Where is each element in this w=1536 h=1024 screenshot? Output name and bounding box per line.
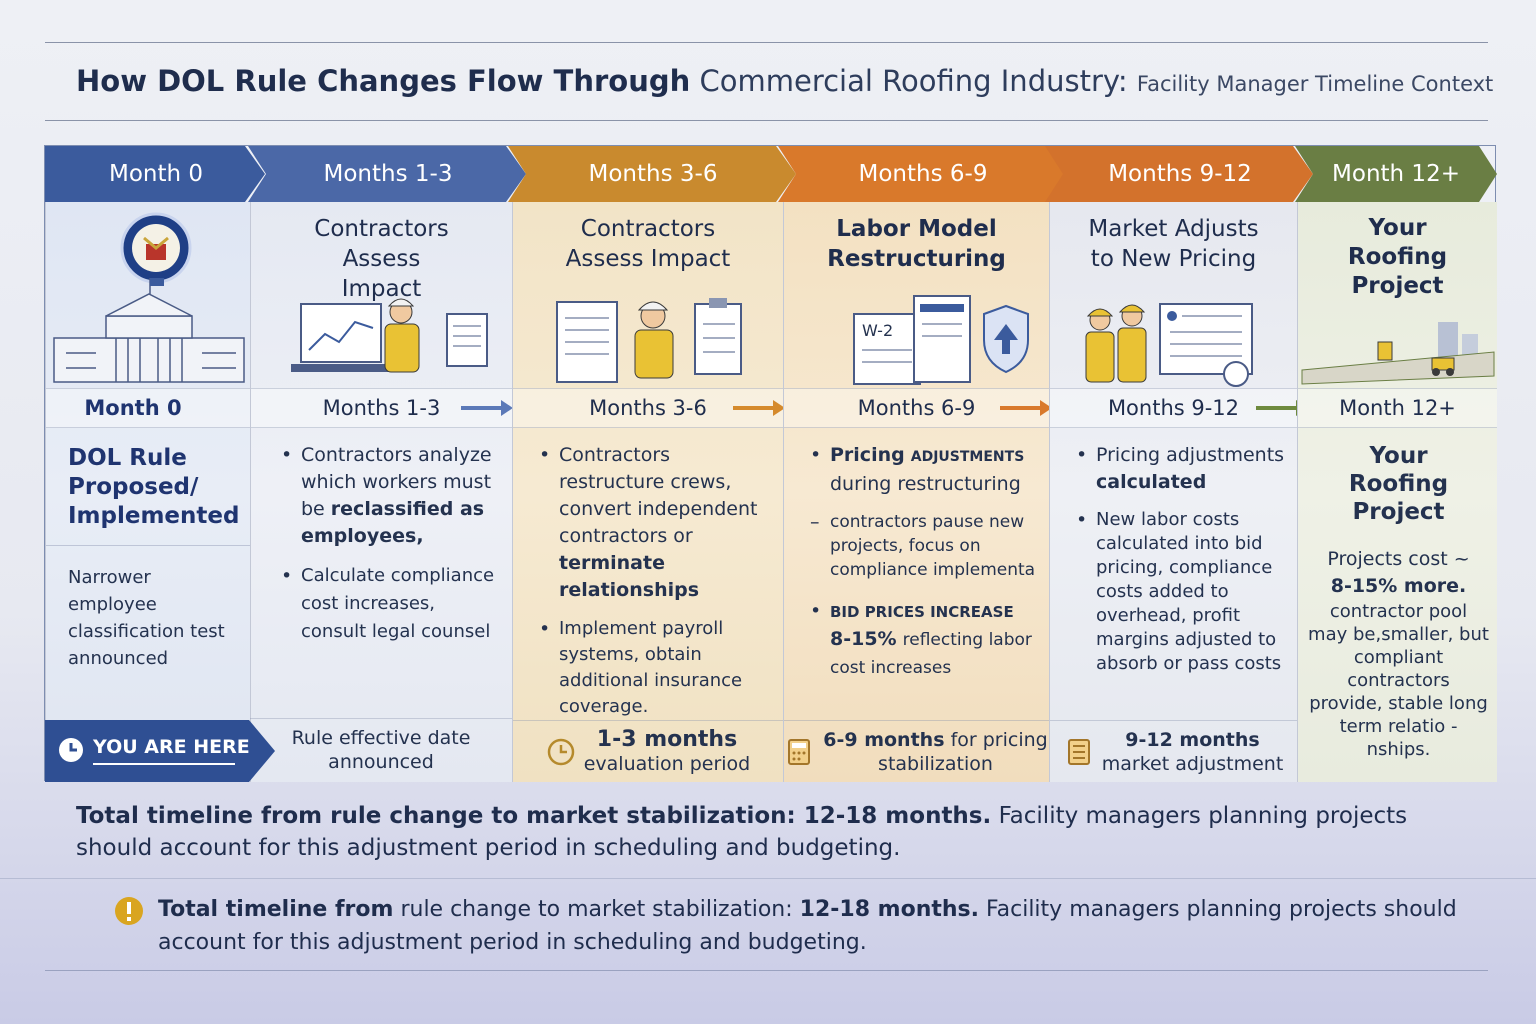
stage3-dash-item: contractors pause new projects, focus on… [806, 510, 1039, 582]
stage1-title: Contractors Assess Impact [314, 216, 449, 302]
stage4-title: Market Adjusts to New Pricing [1088, 216, 1259, 272]
stage-column-month-12-plus: Your Roofing Project Month 12+ Your Roof… [1297, 202, 1497, 782]
dol-seal-icon [120, 212, 192, 284]
stage5-title: Your Roofing Project [1347, 215, 1448, 299]
title-part1: How DOL Rule Changes Flow Through [76, 64, 691, 98]
stage2-title: Contractors Assess Impact [565, 216, 731, 272]
band-months-6-9: Months 6-9 [784, 388, 1049, 428]
stage5-line1: Projects cost ~ [1327, 548, 1470, 570]
stage3-footer: 6-9 months for pricing stabilization [784, 720, 1049, 782]
timeline-summary-callout: Total timeline from rule change to marke… [158, 897, 1457, 955]
header-months-3-6: Months 3-6 [508, 146, 798, 202]
header-month-12-plus: Month 12+ [1295, 146, 1497, 202]
clock-icon [59, 738, 83, 762]
timeline-summary: Total timeline from rule change to marke… [76, 803, 1408, 861]
construction-site-icon [1298, 312, 1497, 392]
calculator-icon [788, 738, 810, 765]
stage0-body-text: Narrower employee classification test an… [68, 567, 225, 669]
summary-divider [0, 878, 1536, 879]
dol-capitol-illustration [46, 208, 250, 388]
title-rule [45, 120, 1488, 121]
title-part2: Commercial Roofing Industry: [699, 64, 1128, 98]
band-months-9-12: Months 9-12 [1050, 388, 1297, 428]
w2-document-icon: W-2 [784, 284, 1049, 394]
whiteboard-worker-icon [251, 284, 512, 394]
header-months-6-9: Months 6-9 [778, 146, 1068, 202]
stage5-heading: Your Roofing Project [1348, 443, 1449, 525]
stage5-line2: 8-15% more. [1330, 575, 1467, 597]
stage-column-months-3-6: Contractors Assess Impact Months 3-6 Con… [512, 202, 783, 782]
stage-column-months-9-12: Market Adjusts to New Pricing Months 9-1… [1049, 202, 1297, 782]
workers-group-icon [1050, 284, 1297, 394]
page-title: How DOL Rule Changes Flow Through Commer… [76, 64, 1493, 98]
clipboard-worker-icon [513, 284, 783, 394]
bottom-rule [45, 970, 1488, 971]
timeline-board: Month 0 Months 1-3 Months 3-6 Months 6-9… [44, 145, 1497, 782]
stage1-bullet-2: Calculate compliance cost increases, con… [277, 562, 502, 646]
stage2-bullet-2: Implement payroll systems, obtain additi… [535, 616, 773, 720]
stage5-line3: contractor pool may be,smaller, but comp… [1308, 601, 1489, 760]
warning-icon [115, 897, 143, 925]
band-month-12-plus: Month 12+ [1298, 388, 1497, 428]
svg-text:W-2: W-2 [862, 321, 893, 340]
stage1-bullet-1: Contractors analyze which workers must b… [277, 442, 502, 550]
stage-column-months-1-3: Contractors Assess Impact Months 1-3 Con… [250, 202, 512, 782]
title-part3: Facility Manager Timeline Context [1136, 72, 1494, 96]
you-are-here-marker: YOU ARE HERE [45, 720, 277, 782]
stage-column-months-6-9: Labor Model Restructuring W-2 Months 6-9… [783, 202, 1049, 782]
header-months-1-3: Months 1-3 [248, 146, 528, 202]
band-month-0: Month 0 [46, 388, 250, 428]
header-months-9-12: Months 9-12 [1045, 146, 1315, 202]
stage2-bullet-1: Contractors restructure crews, convert i… [535, 442, 773, 604]
top-rule [45, 42, 1488, 43]
stage1-footer: Rule effective date announced [250, 718, 512, 780]
stage-column-month-0: Month 0 DOL Rule Proposed/ Implemented N… [45, 202, 250, 782]
calculator-icon [1067, 738, 1090, 765]
stage0-heading: DOL Rule Proposed/ Implemented [68, 445, 240, 529]
stage3-title: Labor Model Restructuring [827, 216, 1006, 272]
stage4-bullet-2: New labor costs calculated into bid pric… [1072, 508, 1287, 676]
header-month-0: Month 0 [45, 146, 267, 202]
capitol-building-icon [53, 278, 245, 383]
clock-icon [547, 738, 574, 765]
